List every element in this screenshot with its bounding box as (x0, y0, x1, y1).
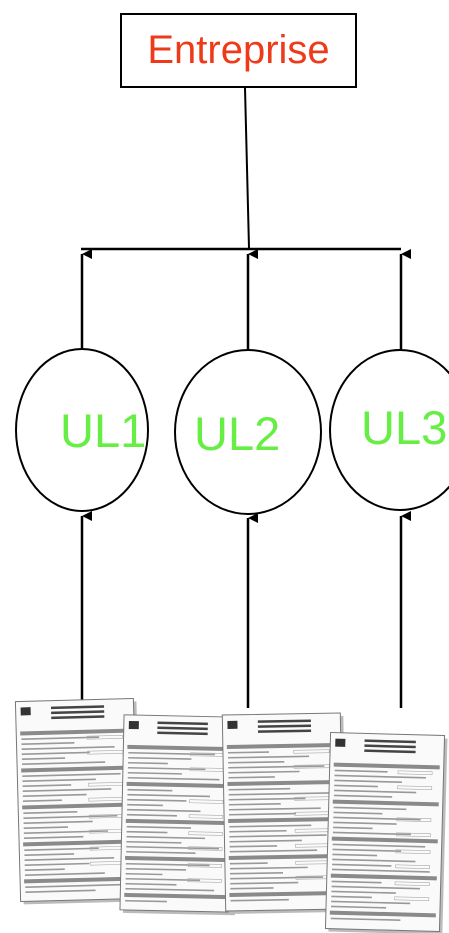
form-sheet-1 (14, 697, 142, 905)
unit-label-ul3: UL3 (361, 401, 448, 454)
root-node-label: Entreprise (147, 28, 330, 72)
unit-label-ul2: UL2 (194, 407, 281, 460)
form-sheet-4 (324, 732, 448, 933)
forms-document-stack (14, 697, 448, 933)
root-connector (244, 87, 250, 249)
unit-label-ul1: UL1 (60, 404, 147, 457)
form-sheet-2 (119, 714, 239, 916)
root-node-entreprise: Entreprise (120, 13, 357, 88)
unit-circle-ul3 (329, 349, 449, 511)
